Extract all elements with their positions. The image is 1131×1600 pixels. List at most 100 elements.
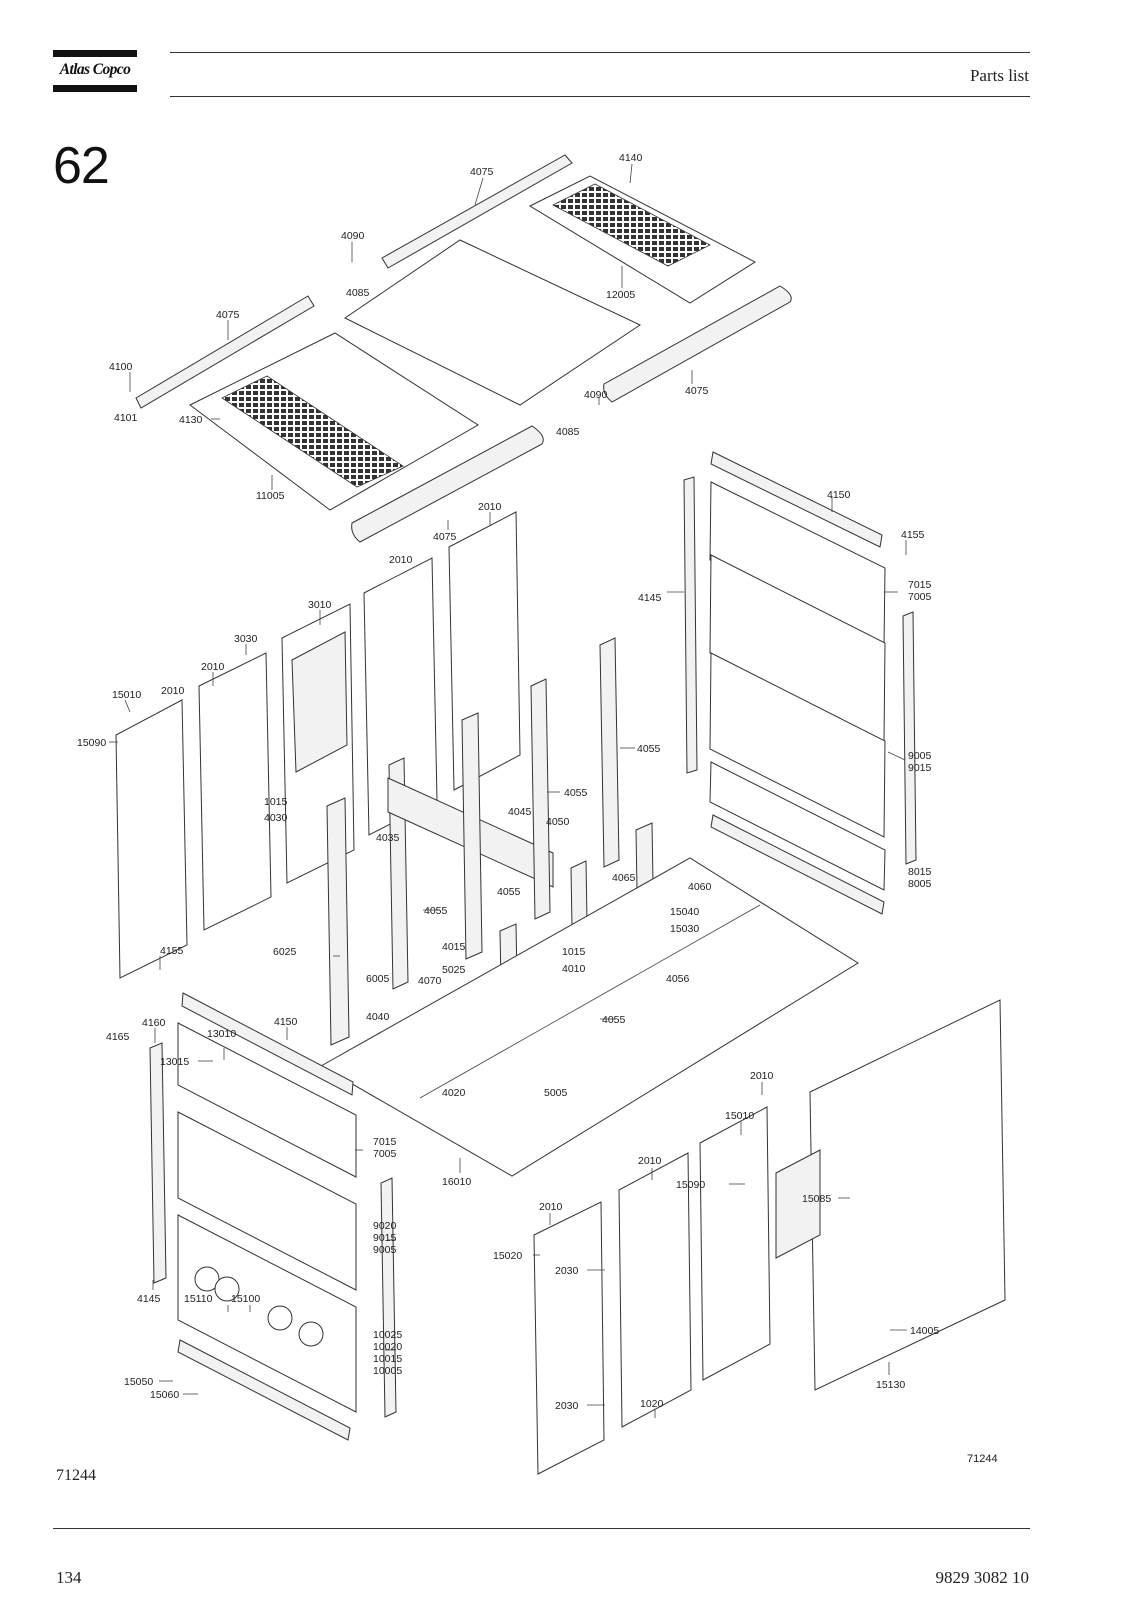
rail-bottom-front [177,1339,351,1441]
callout: 4020 [442,1087,466,1099]
callout: 4075 [216,309,240,321]
left-panels-group [115,511,521,979]
figure-id-small: 71244 [967,1453,998,1465]
callout: 13015 [160,1056,189,1068]
rail-4150-top [710,451,883,548]
callout: 4065 [612,872,636,884]
callout: 2030 [555,1265,579,1277]
callout: 4075 [470,166,494,178]
roof-curve-front [351,425,544,543]
figure-id: 71244 [56,1467,96,1484]
callout: 2010 [478,501,502,513]
right-panels-group [683,451,917,915]
callout: 4090 [584,389,608,401]
callout: 5025 [442,964,466,976]
leader-lines [109,163,907,1418]
callout: 15110 [184,1293,213,1305]
callout: 7005 [908,591,932,603]
panel-hole-3 [267,1305,293,1331]
callout: 15030 [670,923,699,935]
callout: 9015 [373,1232,397,1244]
roof-rail-top [381,154,573,269]
callout: 4090 [341,230,365,242]
callout: 4055 [637,743,661,755]
panel-hole-1 [194,1266,220,1292]
base-seam [419,904,761,1099]
callout: 4150 [274,1016,298,1028]
cabinet-box-15085 [775,1149,821,1259]
callout: 4010 [562,963,586,975]
callout: 14005 [910,1325,939,1337]
callout: 15130 [876,1379,905,1391]
callout: 12005 [606,289,635,301]
header-rule-bottom [170,96,1030,97]
callout: 4100 [109,361,133,373]
callout: 9005 [373,1244,397,1256]
callout: 4055 [602,1014,626,1026]
callout: 10025 [373,1329,402,1341]
footer-rule [53,1528,1030,1529]
callout: 15010 [725,1110,754,1122]
callout: 2010 [389,554,413,566]
callout: 7015 [908,579,932,591]
callout: 4060 [688,881,712,893]
logo-bar-top [53,50,137,57]
callout: 4050 [546,816,570,828]
callout: 10020 [373,1341,402,1353]
document-number: 9829 3082 10 [935,1568,1030,1587]
rail-8005 [710,814,885,915]
callout: 4055 [564,787,588,799]
callout: 15090 [77,737,106,749]
panel-2010-a [198,652,272,931]
base-16010 [319,857,859,1177]
callout: 4101 [114,412,138,424]
callout: 3030 [234,633,258,645]
callout: 16010 [442,1176,471,1188]
logo-text: Atlas Copco [59,61,131,78]
callout: 15085 [802,1193,831,1205]
panel-13010 [177,1022,357,1178]
panel-9005-b [709,652,886,838]
panel-10005 [177,1214,357,1413]
callout: 4055 [424,905,448,917]
document-type: Parts list [969,66,1029,85]
callout: 10005 [373,1365,402,1377]
callout: 8005 [908,878,932,890]
callout: 11005 [256,490,285,502]
logo-bar-bottom [53,85,137,92]
callouts: 4075 4140 4090 4085 12005 4075 4100 4101… [77,152,939,1412]
roof-panel-center [344,239,642,406]
roof-grille-left [221,375,404,488]
callout: 15020 [493,1250,522,1262]
callout: 2010 [161,685,185,697]
callout: 10015 [373,1353,402,1365]
callout: 4040 [366,1011,390,1023]
callout: 4030 [264,812,288,824]
callout: 6005 [366,973,390,985]
panel-hole-2 [214,1276,240,1302]
front-panels-group [149,992,1006,1475]
callout: 4035 [376,832,400,844]
brand-logo: Atlas Copco [53,50,137,92]
callout: 13010 [207,1028,236,1040]
callout: 4155 [901,529,925,541]
callout: 7005 [373,1148,397,1160]
rail-4150-front [181,992,354,1096]
callout: 8015 [908,866,932,878]
post-4145 [683,476,698,774]
roof-curve-right [603,285,792,403]
callout: 9020 [373,1220,397,1232]
callout: 7015 [373,1136,397,1148]
callout: 15090 [676,1179,705,1191]
page-number: 134 [56,1568,82,1587]
panel-2010-c [448,511,521,791]
callout: 4155 [160,945,184,957]
post-right [902,611,917,865]
post-6025 [326,797,350,1046]
post-4055-a [461,712,483,960]
callout: 1015 [264,796,288,808]
callout: 5005 [544,1087,568,1099]
callout: 15100 [231,1293,260,1305]
callout: 2010 [539,1201,563,1213]
callout: 4075 [433,531,457,543]
